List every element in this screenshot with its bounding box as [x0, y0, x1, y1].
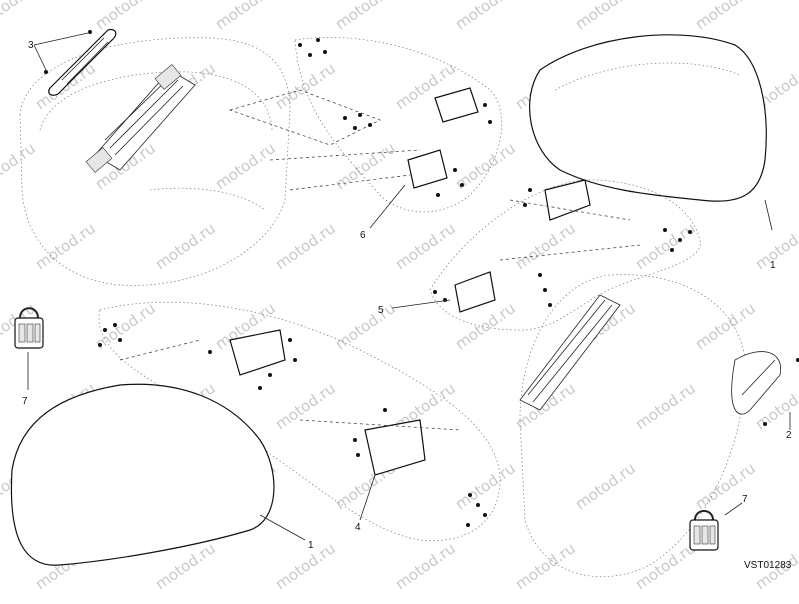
- seat-cover-left: [10, 383, 306, 566]
- watermark-text: motod.ru: [572, 0, 639, 33]
- watermark-text: motod.ru: [332, 299, 399, 353]
- watermark-text: motod.ru: [92, 0, 159, 33]
- watermark-text: motod.ru: [392, 539, 459, 593]
- watermark-text: motod.ru: [512, 219, 579, 273]
- padlock-left: [14, 307, 44, 390]
- callout-6: 6: [360, 230, 366, 241]
- callout-5: 5: [378, 305, 384, 316]
- watermark-text: motod.ru: [332, 139, 399, 193]
- watermark-text: motod.ru: [692, 299, 759, 353]
- mounting-plate-upper: [228, 37, 502, 229]
- watermark-text: motod.ru: [332, 0, 399, 33]
- callout-1-right: 1: [770, 260, 776, 271]
- watermark-text: motod.ru: [632, 379, 699, 433]
- watermark-text: motod.ru: [392, 219, 459, 273]
- callout-7-left: 7: [22, 396, 28, 407]
- callout-2: 2: [786, 430, 792, 441]
- watermark-text: motod.ru: [32, 219, 99, 273]
- callout-1-left: 1: [308, 540, 314, 551]
- watermark-text: motod.ru: [0, 139, 39, 193]
- watermark-text: motod.ru: [452, 0, 519, 33]
- watermark-text: motod.ru: [272, 379, 339, 433]
- callout-4: 4: [355, 522, 361, 533]
- callout-7-right: 7: [742, 494, 748, 505]
- side-case-left: [19, 37, 291, 286]
- watermark-text: motod.ru: [692, 0, 759, 33]
- watermark-text: motod.ru: [272, 539, 339, 593]
- mounting-plate-lower: [98, 301, 501, 541]
- watermark-text: motod.ru: [0, 0, 39, 33]
- reflector-plate: [33, 28, 117, 96]
- seat-cover-right: [529, 34, 773, 231]
- watermark-text: motod.ru: [632, 539, 699, 593]
- watermark-text: motod.ru: [452, 459, 519, 513]
- mounting-plate-middle: [391, 179, 701, 331]
- watermark-text: motod.ru: [272, 219, 339, 273]
- watermark-text: motod.ru: [572, 459, 639, 513]
- drawing-code: VST01283: [744, 560, 792, 571]
- callout-3: 3: [28, 40, 34, 51]
- watermark-text: motod.ru: [512, 539, 579, 593]
- watermark-text: motod.ru: [212, 139, 279, 193]
- padlock-right: [689, 502, 743, 551]
- watermark-text: motod.ru: [632, 219, 699, 273]
- watermark-text: motod.ru: [212, 0, 279, 33]
- side-case-right: [519, 274, 799, 577]
- watermark-text: motod.ru: [272, 59, 339, 113]
- callout-labels: 3 1 6 5 7 2 4 1 7: [22, 40, 792, 551]
- watermark-text: motod.ru: [152, 219, 219, 273]
